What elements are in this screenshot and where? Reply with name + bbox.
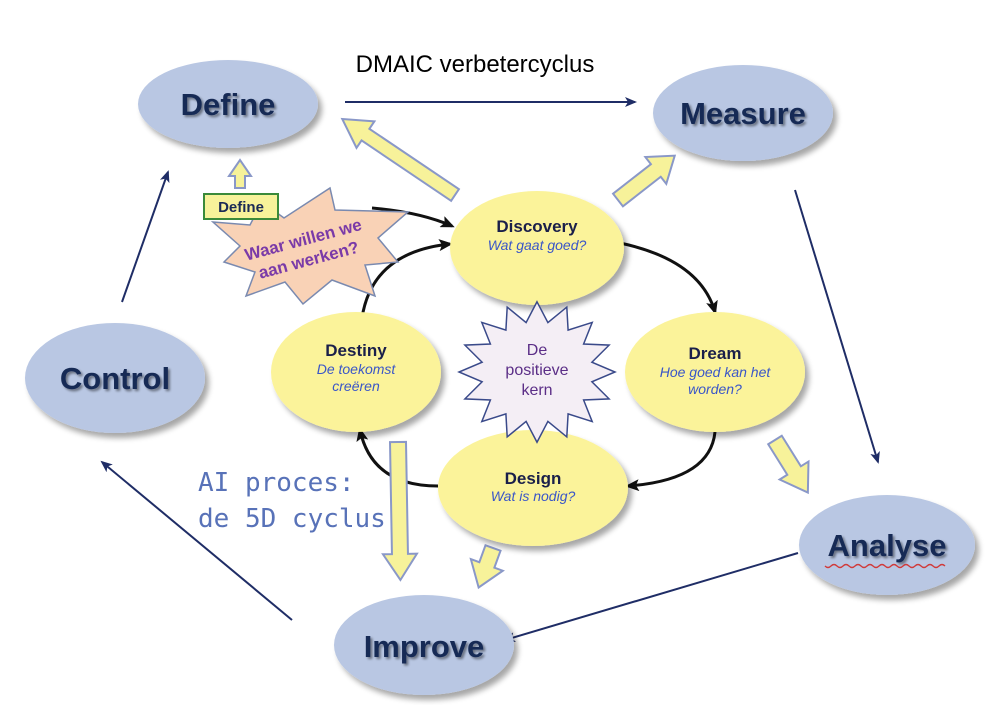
arrow-design-to-destiny — [356, 427, 439, 488]
arrow-starburst-to-discovery — [371, 206, 455, 228]
block-arrows — [227, 117, 810, 590]
phase-control: Control — [25, 323, 205, 433]
stage-dream: Dream Hoe goed kan het worden? — [625, 312, 805, 432]
stage-dream-title: Dream — [689, 344, 742, 363]
phase-analyse: Analyse — [799, 495, 975, 595]
block-arrow-destiny-to-improve — [381, 440, 419, 582]
arrow-measure-to-analyse — [794, 189, 880, 464]
stage-destiny-subtitle-line1: De toekomst — [317, 361, 397, 377]
arrow-analyse-to-improve — [503, 552, 799, 642]
define-box-label: Define — [218, 199, 264, 216]
arrow-discovery-to-dream — [619, 241, 718, 315]
dmaic-ellipses: Define Measure Analyse Improve Control — [25, 60, 975, 695]
cycle-5d-ellipses: Discovery Wat gaat goed? Dream Hoe goed … — [271, 191, 805, 546]
block-arrow-discovery-to-measure — [611, 154, 677, 208]
ai-process-label: AI proces: de 5D cyclus — [198, 468, 386, 534]
stage-design-title: Design — [505, 469, 562, 488]
block-arrow-definebox-to-define — [227, 158, 253, 189]
positive-core-line3: kern — [521, 382, 552, 399]
stage-discovery: Discovery Wat gaat goed? — [450, 191, 624, 305]
arrow-improve-to-control — [100, 460, 293, 621]
phase-control-label: Control — [60, 361, 170, 396]
diagram-title: DMAIC verbetercyclus — [356, 51, 595, 78]
phase-analyse-label: Analyse — [828, 528, 947, 563]
phase-define: Define — [138, 60, 318, 148]
positive-core: De positieve kern — [457, 300, 617, 444]
phase-improve-label: Improve — [364, 629, 485, 664]
stage-destiny-title: Destiny — [325, 341, 387, 360]
block-arrow-dream-to-analyse — [766, 434, 810, 495]
stage-discovery-subtitle: Wat gaat goed? — [488, 237, 587, 253]
dmaic-flow-arrows — [100, 97, 880, 642]
block-arrow-discovery-to-define — [340, 117, 461, 203]
ai-label-line1: AI proces: — [198, 468, 355, 498]
spellcheck-underline — [824, 563, 946, 569]
ai-label-line2: de 5D cyclus — [198, 504, 386, 534]
phase-measure: Measure — [653, 65, 833, 161]
arrow-destiny-to-discovery — [360, 239, 453, 319]
stage-destiny: Destiny De toekomst creëren — [271, 312, 441, 432]
block-arrow-design-to-improve — [469, 543, 505, 590]
positive-core-line1: De — [527, 342, 548, 359]
arrow-dream-to-design — [625, 431, 717, 492]
phase-improve: Improve — [334, 595, 514, 695]
stage-discovery-title: Discovery — [496, 217, 578, 236]
positive-core-line2: positieve — [505, 362, 568, 379]
arrow-control-to-define — [121, 170, 170, 303]
phase-measure-label: Measure — [680, 96, 806, 131]
cycle-5d-arrows — [356, 206, 718, 492]
stage-destiny-subtitle-line2: creëren — [332, 378, 380, 394]
positive-core-star-shape — [457, 300, 617, 444]
define-box: Define — [203, 193, 279, 220]
stage-dream-subtitle-line1: Hoe goed kan het — [660, 364, 772, 380]
stage-design-subtitle: Wat is nodig? — [491, 488, 576, 504]
phase-define-label: Define — [181, 87, 276, 122]
stage-design: Design Wat is nodig? — [438, 430, 628, 546]
stage-dream-subtitle-line2: worden? — [688, 381, 742, 397]
